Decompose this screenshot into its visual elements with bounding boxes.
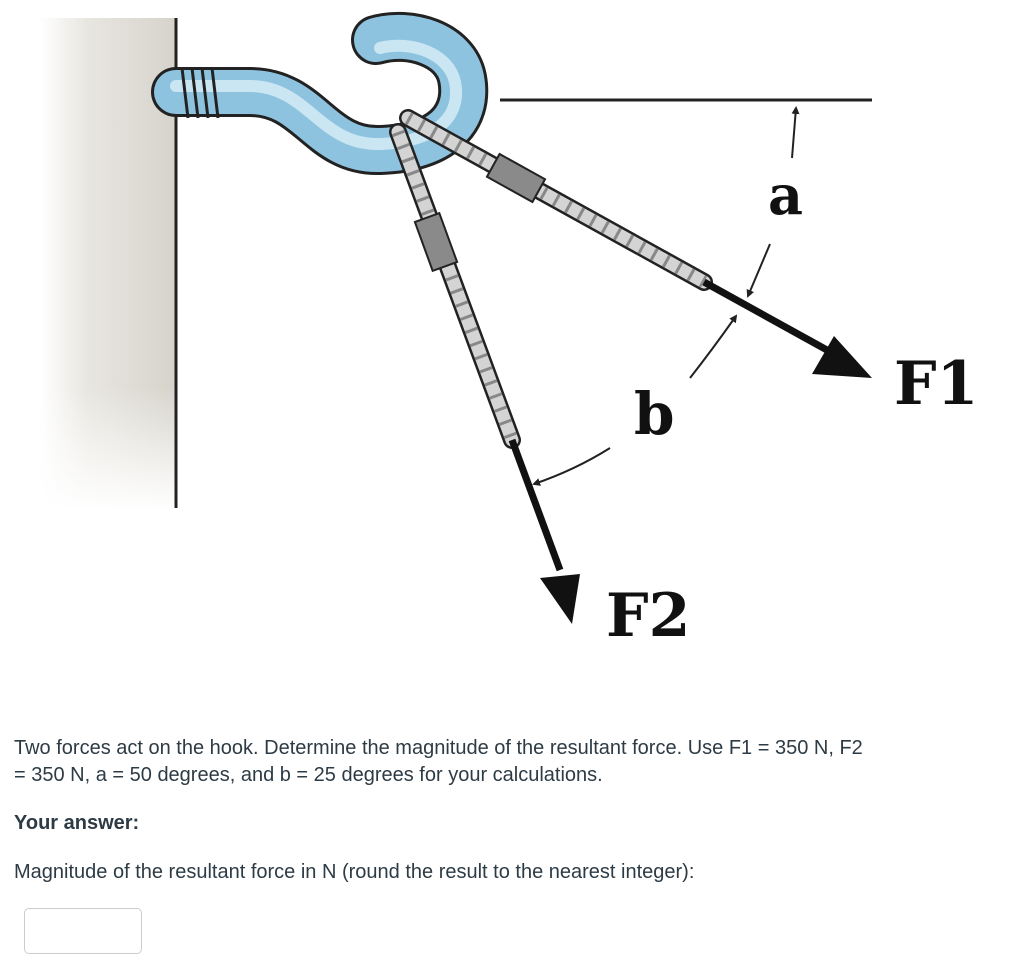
angle-a-label: a: [768, 163, 803, 227]
force-f2-label: F2: [606, 581, 690, 651]
hook-thread: [180, 67, 220, 119]
rope-f2: [389, 123, 521, 449]
hook-force-diagram: a b F1 F2: [40, 11, 978, 651]
answer-input[interactable]: [24, 908, 142, 954]
angle-b-label: b: [634, 380, 675, 448]
force-f1-label: F1: [894, 349, 978, 419]
answer-prompt: Magnitude of the resultant force in N (r…: [14, 861, 695, 883]
rope-f1: [399, 109, 713, 291]
force-f2-arrow: [508, 438, 580, 624]
angle-a-marker: [746, 106, 800, 298]
angle-b-marker: [532, 314, 738, 486]
question-text: Two forces act on the hook. Determine th…: [14, 737, 863, 786]
answer-heading: Your answer:: [14, 812, 140, 834]
force-f1-arrow: [702, 278, 872, 378]
